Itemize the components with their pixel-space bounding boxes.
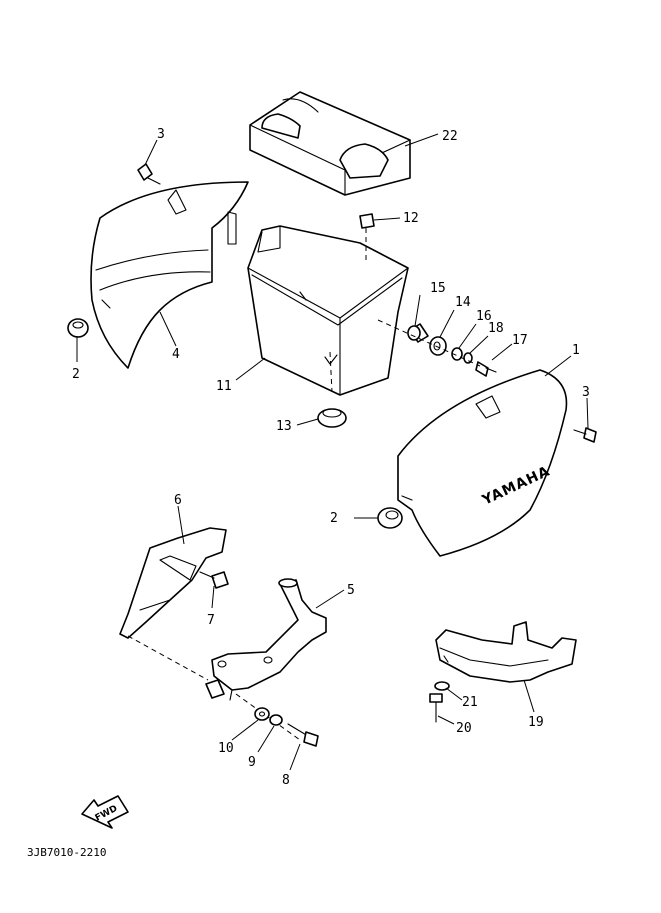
leader-lines (76, 133, 589, 771)
part-6-bracket (119, 527, 227, 639)
part-22-battery-cover (249, 91, 411, 196)
part-14-collar (429, 336, 447, 356)
part-11-battery-box (247, 225, 409, 396)
drawing-number: 3JB7010-2210 (27, 846, 106, 859)
part-2-grommet-right (377, 507, 403, 529)
callout-19: 19 (528, 715, 544, 730)
callout-4: 4 (172, 347, 180, 362)
part-5-bracket (205, 578, 327, 701)
part-2-grommet-left (67, 318, 89, 338)
part-9-washer (269, 714, 283, 726)
part-8-bolt (287, 723, 319, 747)
callout-12: 12 (403, 211, 419, 226)
callout-15: 15 (430, 281, 446, 296)
fwd-arrow: FWD (81, 795, 129, 829)
callout-5: 5 (347, 583, 355, 598)
callout-17: 17 (512, 333, 528, 348)
part-1-right-side-cover: YAMAHA (397, 369, 568, 557)
callout-6: 6 (174, 493, 182, 508)
part-4-left-side-cover (90, 181, 249, 369)
part-10-washer (254, 707, 270, 721)
part-13-grommet (317, 408, 347, 428)
callout-3-right: 3 (582, 385, 590, 400)
callout-labels: 1 2 2 3 3 4 5 6 7 8 9 10 11 12 13 14 15 … (72, 127, 590, 788)
callout-7: 7 (207, 613, 215, 628)
callout-11: 11 (216, 379, 232, 394)
callout-1: 1 (572, 343, 580, 358)
callout-22: 22 (442, 129, 458, 144)
callout-13: 13 (276, 419, 292, 434)
part-21-washer (434, 681, 450, 691)
callout-14: 14 (455, 295, 471, 310)
callout-2-left: 2 (72, 367, 80, 382)
callout-8: 8 (282, 773, 290, 788)
part-18-washer (463, 352, 473, 364)
callout-18: 18 (488, 321, 504, 336)
callout-21: 21 (462, 695, 478, 710)
part-3-screw-left (137, 163, 161, 185)
part-20-bolt (429, 693, 443, 723)
part-15-grommet (407, 323, 429, 343)
callout-20: 20 (456, 721, 472, 736)
callout-2-right: 2 (330, 511, 338, 526)
part-12-clip (359, 213, 375, 260)
callout-10: 10 (218, 741, 234, 756)
part-7-bolt (199, 571, 229, 589)
part-3-screw-right (573, 427, 597, 443)
callout-16: 16 (476, 309, 492, 324)
callout-3-left: 3 (157, 127, 165, 142)
part-17-bolt (475, 361, 497, 377)
part-19-bracket (435, 621, 577, 683)
callout-9: 9 (248, 755, 256, 770)
part-16-washer (451, 347, 463, 361)
